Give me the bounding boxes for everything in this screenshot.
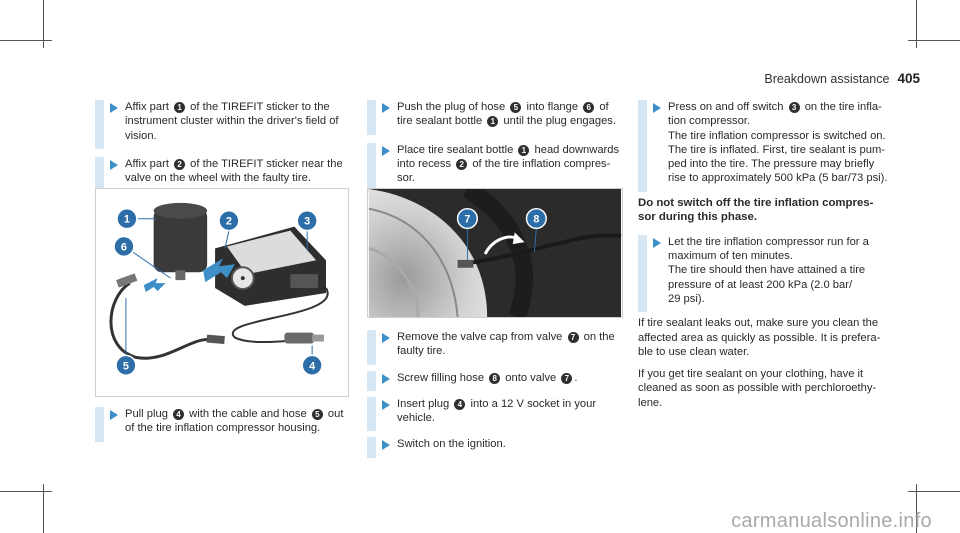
column-3: Press on and off switch 3 on the tire in…	[638, 100, 908, 418]
svg-text:6: 6	[121, 241, 127, 253]
crop-mark	[916, 0, 917, 48]
filling-hose	[109, 281, 211, 360]
callout-badge: 7	[567, 332, 579, 343]
column-1-lower: Pull plug 4 with the cable and hose 5 ou…	[95, 407, 350, 446]
step-arrow-icon	[110, 103, 118, 113]
paragraph: If you get tire sealant on your clothing…	[638, 368, 877, 409]
instruction-step: Screw filling hose 8 onto valve 7.	[367, 370, 622, 391]
callout-1: 1	[116, 208, 156, 230]
page-number: 405	[897, 71, 920, 86]
callout-badge: 8	[489, 372, 501, 384]
figure-tirefit-kit: 1 6 2 3 5 4	[95, 188, 349, 397]
step-bar	[367, 396, 376, 432]
running-header: Breakdown assistance 405	[764, 71, 920, 86]
step-bar	[367, 437, 376, 458]
step-bar	[638, 234, 647, 313]
plug	[284, 332, 315, 344]
step-arrow-icon	[653, 103, 661, 113]
instruction-step: Remove the valve cap from valve 7 on the…	[367, 330, 622, 365]
column-2: Push the plug of hose 5 into flange 6 of…	[367, 100, 622, 195]
step-bar	[95, 407, 104, 442]
callout-badge: 1	[518, 144, 530, 156]
svg-text:3: 3	[304, 216, 310, 228]
svg-text:8: 8	[533, 213, 539, 225]
step-bar	[367, 142, 376, 192]
instruction-step: Place tire sealant bottle 1 head downwar…	[367, 142, 622, 192]
callout-badge: 5	[510, 102, 522, 113]
callout-badge: 4	[173, 409, 185, 420]
callout-badge: 2	[174, 158, 186, 170]
step-bar	[95, 100, 104, 149]
paragraph: If tire sealant leaks out, make sure you…	[638, 317, 881, 358]
filling-hose	[462, 233, 622, 266]
svg-text:4: 4	[309, 360, 315, 372]
crop-mark	[43, 0, 44, 48]
valve	[457, 259, 474, 268]
step-arrow-icon	[382, 145, 390, 156]
callout-3: 3	[296, 210, 318, 251]
callout-badge: 1	[174, 102, 186, 113]
instruction-step: Press on and off switch 3 on the tire in…	[638, 100, 908, 192]
callout-badge: 3	[788, 102, 800, 113]
step-arrow-icon	[382, 399, 390, 410]
crop-mark	[908, 491, 960, 492]
callout-2: 2	[218, 210, 240, 249]
crop-mark	[908, 40, 960, 41]
svg-text:7: 7	[464, 213, 470, 225]
callout-badge: 7	[561, 372, 573, 384]
tire	[462, 189, 533, 317]
figure-valve-hose: 7 8	[367, 188, 623, 318]
instruction-step: Push the plug of hose 5 into flange 6 of…	[367, 100, 622, 135]
wheel-rim	[368, 189, 488, 317]
svg-text:1: 1	[124, 214, 130, 226]
crop-mark	[0, 40, 52, 41]
callout-4: 4	[301, 345, 323, 376]
step-arrow-icon	[382, 333, 390, 343]
step-bar	[367, 330, 376, 365]
step-arrow-icon	[653, 237, 661, 248]
step-arrow-icon	[110, 159, 118, 170]
step-arrow-icon	[110, 410, 118, 420]
section-title: Breakdown assistance	[764, 72, 890, 86]
step-bar	[367, 100, 376, 135]
callout-8: 8	[525, 207, 547, 253]
step-bar	[95, 156, 104, 192]
crop-mark	[916, 484, 917, 533]
step-arrow-icon	[382, 373, 390, 384]
sealant-bottle	[153, 208, 208, 273]
step-bar	[367, 370, 376, 391]
warning-heading: Do not switch off the tire inflation com…	[638, 196, 874, 224]
callout-6: 6	[113, 235, 171, 279]
callout-5: 5	[115, 297, 137, 376]
crop-mark	[0, 491, 52, 492]
instruction-step: Switch on the ignition.	[367, 437, 622, 458]
step-arrow-icon	[382, 440, 390, 451]
svg-text:2: 2	[226, 216, 232, 228]
column-2-lower: Remove the valve cap from valve 7 on the…	[367, 330, 622, 462]
column-1: Affix part 1 of the TIREFIT sticker to t…	[95, 100, 350, 195]
callout-badge: 5	[311, 409, 323, 420]
instruction-step: Let the tire inflation compressor run fo…	[638, 234, 908, 313]
step-bar	[638, 100, 647, 192]
step-arrow-icon	[382, 103, 390, 113]
instruction-step: Affix part 2 of the TIREFIT sticker near…	[95, 156, 350, 192]
callout-7: 7	[456, 207, 479, 260]
watermark: carmanualsonline.info	[731, 510, 932, 532]
callout-badge: 4	[454, 398, 466, 410]
crop-mark	[43, 484, 44, 533]
callout-badge: 1	[487, 116, 499, 128]
instruction-step: Pull plug 4 with the cable and hose 5 ou…	[95, 407, 350, 442]
svg-text:5: 5	[123, 360, 129, 372]
instruction-step: Affix part 1 of the TIREFIT sticker to t…	[95, 100, 350, 149]
callout-badge: 6	[583, 102, 595, 113]
instruction-step: Insert plug 4 into a 12 V socket in your…	[367, 396, 622, 432]
callout-badge: 2	[456, 158, 468, 170]
